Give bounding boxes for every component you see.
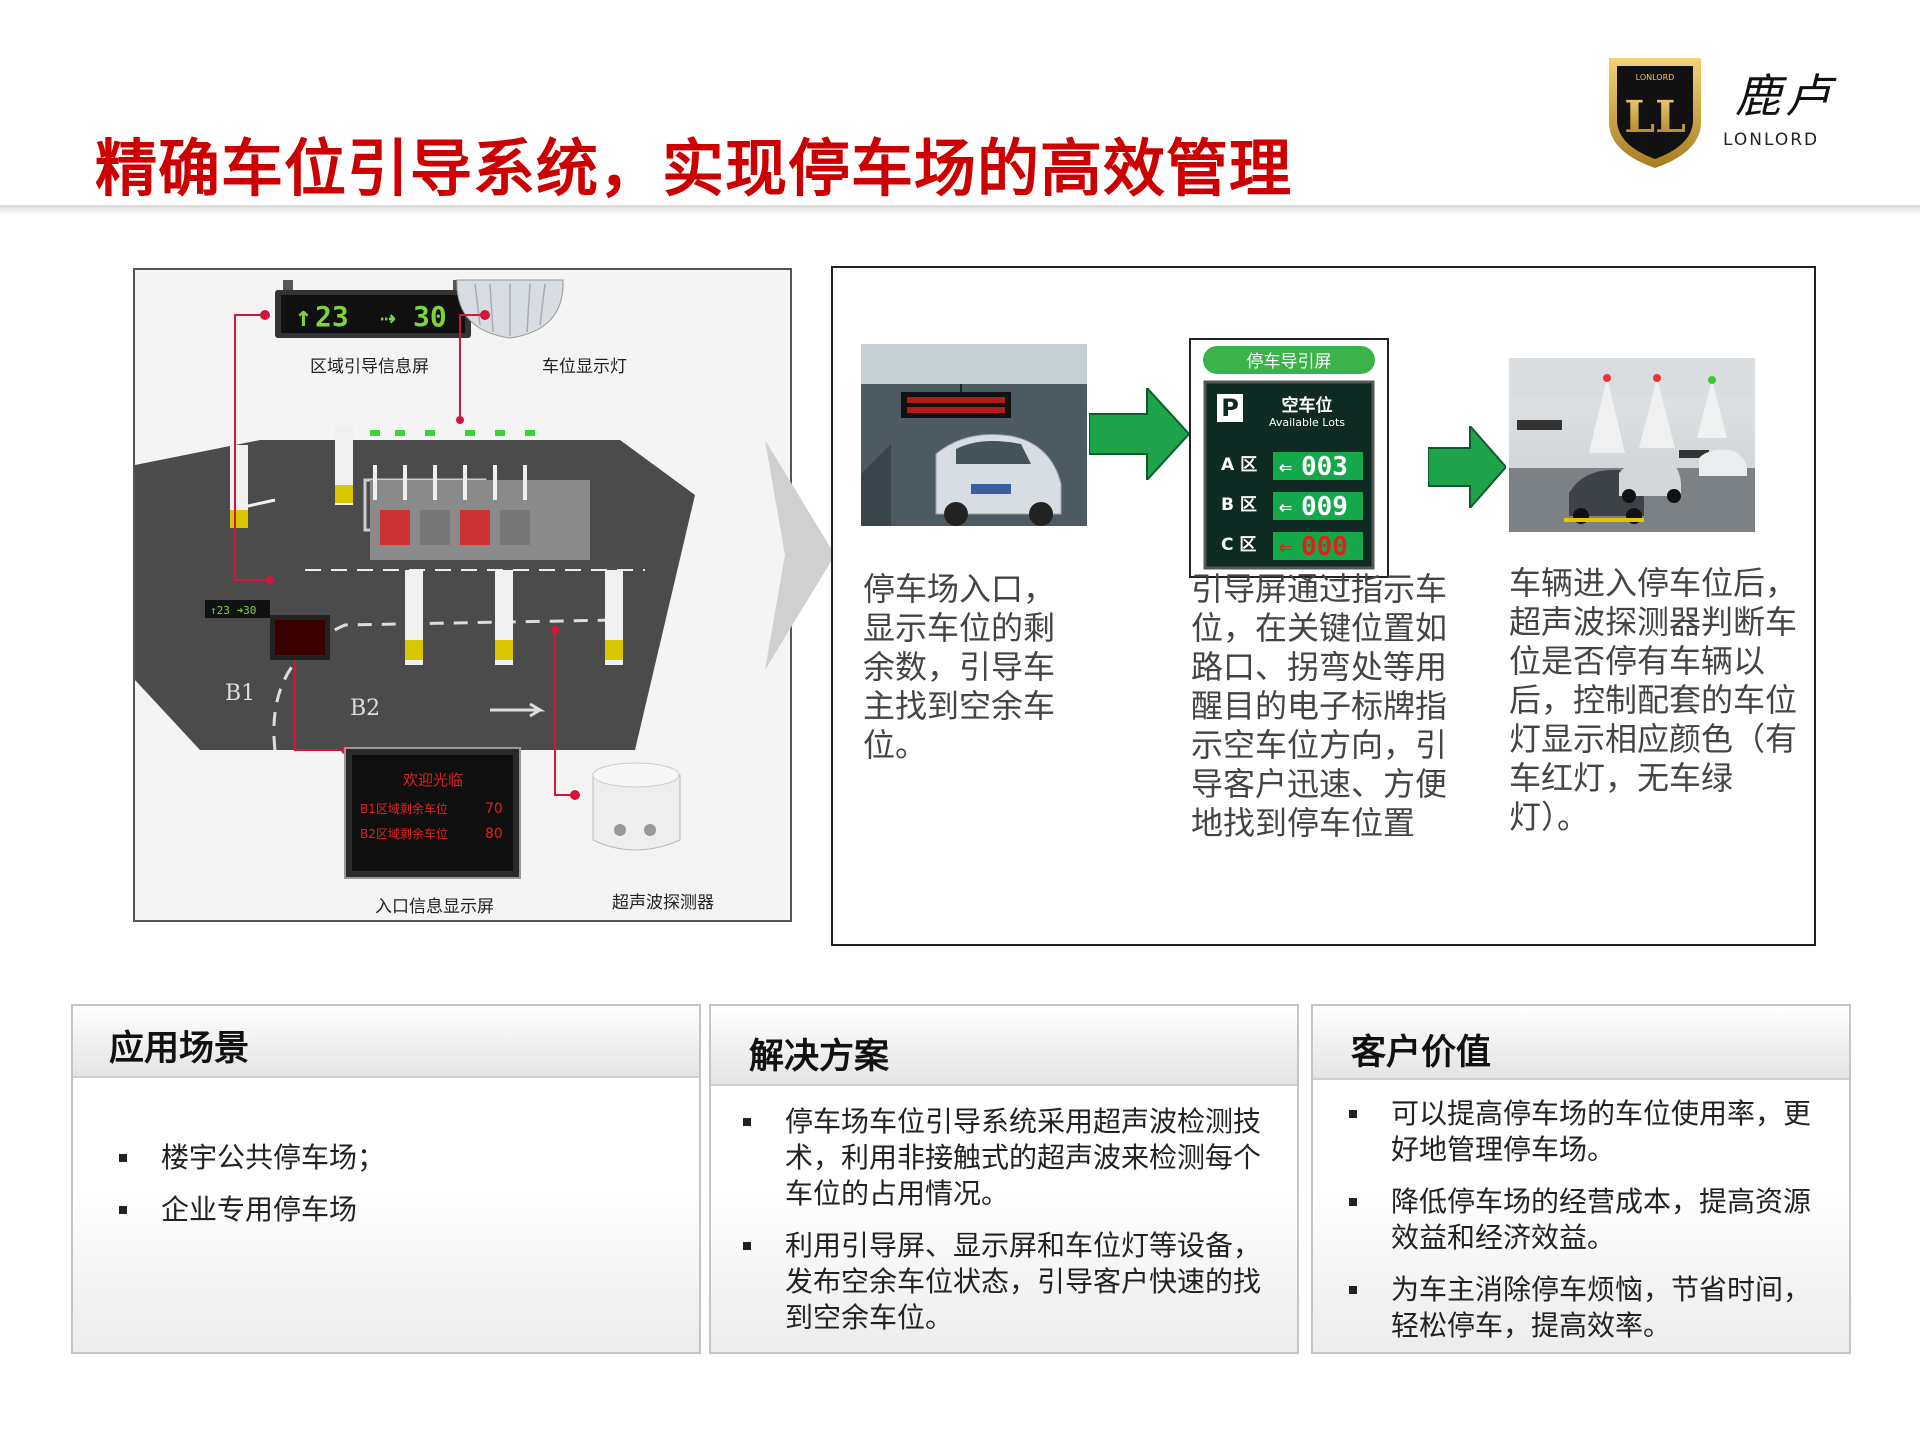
list-item: 为车主消除停车烦恼，节省时间，轻松停车，提高效率。 — [1339, 1272, 1829, 1344]
guide-row-value: 003 — [1301, 452, 1348, 482]
guide-row-value: 000 — [1301, 532, 1348, 562]
ultrasonic-detector-label: 超声波探测器 — [612, 893, 714, 913]
page-title: 精确车位引导系统，实现停车场的高效管理 — [95, 132, 1293, 205]
entrance-row1-value: 70 — [485, 801, 503, 817]
chevron-right-icon — [765, 440, 835, 670]
panel-solution: 解决方案 停车场车位引导系统采用超声波检测技术，利用非接触式的超声波来检测每个车… — [709, 1004, 1299, 1354]
logo-small-text: LONLORD — [1636, 73, 1675, 82]
bullet-icon — [743, 1242, 751, 1250]
list-item: 楼宇公共停车场； — [109, 1140, 669, 1176]
header-divider — [0, 205, 1920, 215]
bullet-icon — [119, 1206, 127, 1214]
svg-text:↑23 ➜30: ↑23 ➜30 — [210, 604, 256, 617]
panel-customer-value: 客户价值 可以提高停车场的车位使用率，更好地管理停车场。 降低停车场的经营成本，… — [1311, 1004, 1851, 1354]
entrance-row2-value: 80 — [485, 826, 503, 842]
zone-b2-label: B2 — [350, 696, 380, 721]
guide-screen-header: 停车导引屏 — [1247, 352, 1332, 372]
logo-shield-icon: LONLORD LL — [1609, 58, 1701, 168]
panel-header: 客户价值 — [1313, 1006, 1849, 1080]
zone-guide-screen-label: 区域引导信息屏 — [310, 357, 429, 377]
bullet-icon — [119, 1154, 127, 1162]
parking-p-icon: P — [1221, 394, 1239, 422]
arrow-right-icon — [1089, 388, 1189, 480]
step3-description: 车辆进入停车位后，超声波探测器判断车位是否停有车辆以后，控制配套的车位灯显示相应… — [1509, 564, 1798, 836]
bullet-icon — [743, 1118, 751, 1126]
bullet-icon — [1349, 1110, 1357, 1118]
guide-screen-title-en: Available Lots — [1269, 416, 1345, 429]
guide-row-zone: C 区 — [1221, 535, 1256, 555]
entrance-welcome-text: 欢迎光临 — [403, 771, 463, 789]
logo-chinese-name: 鹿卢 — [1735, 69, 1835, 123]
guide-row-zone: A 区 — [1221, 455, 1257, 475]
entrance-car-photo — [861, 344, 1087, 526]
panel-application-scenarios: 应用场景 楼宇公共停车场； 企业专用停车场 — [71, 1004, 701, 1354]
svg-text:⇐: ⇐ — [1279, 495, 1292, 520]
arrow-right-icon — [1428, 426, 1506, 508]
parked-cars-photo — [1509, 358, 1755, 532]
space-indicator-light-label: 车位显示灯 — [542, 357, 627, 377]
logo-english-name: LONLORD — [1723, 130, 1820, 150]
guide-row-value: 009 — [1301, 492, 1348, 522]
list-item: 企业专用停车场 — [109, 1192, 669, 1228]
logo-mark: LL — [1624, 92, 1686, 143]
panel-title: 解决方案 — [749, 1037, 890, 1077]
list-item: 停车场车位引导系统采用超声波检测技术，利用非接触式的超声波来检测每个车位的占用情… — [733, 1104, 1273, 1212]
panel-title: 应用场景 — [109, 1029, 250, 1069]
zone-screen-left-count: 23 — [315, 300, 349, 333]
svg-text:⇢: ⇢ — [380, 303, 396, 333]
zone-screen-right-count: 30 — [413, 300, 447, 333]
list-item: 利用引导屏、显示屏和车位灯等设备，发布空余车位状态，引导客户快速的找到空余车位。 — [733, 1228, 1273, 1336]
entrance-info-display-label: 入口信息显示屏 — [375, 897, 494, 917]
panel-title: 客户价值 — [1351, 1033, 1492, 1073]
svg-text:⇐: ⇐ — [1279, 455, 1292, 480]
step1-description: 停车场入口，显示车位的剩余数，引导车主找到空余车位。 — [863, 570, 1056, 764]
entrance-row2-label: B2区域剩余车位 — [360, 826, 448, 841]
svg-text:⇐: ⇐ — [1279, 535, 1292, 560]
guide-row-zone: B 区 — [1221, 495, 1257, 515]
bullet-icon — [1349, 1198, 1357, 1206]
bullet-icon — [1349, 1286, 1357, 1294]
ultrasonic-detector-icon — [592, 762, 681, 851]
svg-text:↑: ↑ — [295, 300, 312, 333]
step2-description: 引导屏通过指示车位，在关键位置如路口、拐弯处等用醒目的电子标牌指示空车位方向，引… — [1191, 570, 1448, 842]
list-item: 降低停车场的经营成本，提高资源效益和经济效益。 — [1339, 1184, 1829, 1256]
zone-b1-label: B1 — [225, 681, 255, 706]
list-item: 可以提高停车场的车位使用率，更好地管理停车场。 — [1339, 1096, 1829, 1168]
process-flow-box: 停车导引屏 P 空车位 Available Lots A 区 ⇐ 003 B 区… — [831, 266, 1816, 946]
parking-system-diagram: ↑ 23 ⇢ 30 ↑23 ➜30 B1 B2 — [133, 268, 792, 922]
panel-header: 应用场景 — [73, 1006, 699, 1078]
entrance-row1-label: B1区域剩余车位 — [360, 801, 448, 816]
guide-screen-title-cn: 空车位 — [1282, 395, 1333, 416]
guide-screen-panel: 停车导引屏 P 空车位 Available Lots A 区 ⇐ 003 B 区… — [1189, 338, 1389, 578]
panel-header: 解决方案 — [711, 1006, 1297, 1086]
